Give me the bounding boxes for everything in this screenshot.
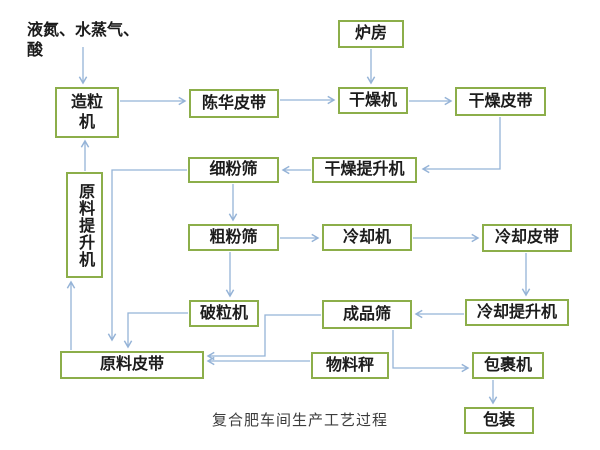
diagram-caption: 复合肥车间生产工艺过程 [211,412,388,429]
node-raw-material-elevator: 原料提升机 [66,172,103,278]
node-granulator: 造粒 机 [55,87,119,138]
node-fine-powder-screen: 细粉筛 [188,157,279,183]
node-crusher: 破粒机 [189,300,259,327]
node-material-scale: 物料秤 [311,352,389,379]
edge-crusher-to-raw-material-belt [123,312,188,349]
node-dryer: 干燥机 [338,87,408,114]
node-cooler: 冷却机 [322,224,412,251]
node-coarse-powder-screen: 粗粉筛 [188,224,279,251]
edge-finished-product-screen-to-wrapping-machine [392,330,470,373]
node-drying-belt: 干燥皮带 [455,87,546,116]
node-cooling-elevator: 冷却提升机 [465,299,569,326]
edge-drying-belt-to-drying-elevator [421,117,501,174]
node-raw-material-belt: 原料皮带 [60,351,204,379]
node-finished-product-screen: 成品筛 [322,300,412,329]
node-drying-elevator: 干燥提升机 [312,157,417,183]
node-curing-belt: 陈华皮带 [189,89,279,118]
node-packaging: 包装 [464,407,534,434]
node-furnace-room: 炉房 [338,20,404,48]
node-cooling-belt: 冷却皮带 [482,224,572,252]
edge-fine-powder-screen-to-raw-material-belt [107,169,187,342]
input-annotation: 液氮、水蒸气、 酸 [27,22,140,59]
node-wrapping-machine: 包裹机 [472,352,544,379]
